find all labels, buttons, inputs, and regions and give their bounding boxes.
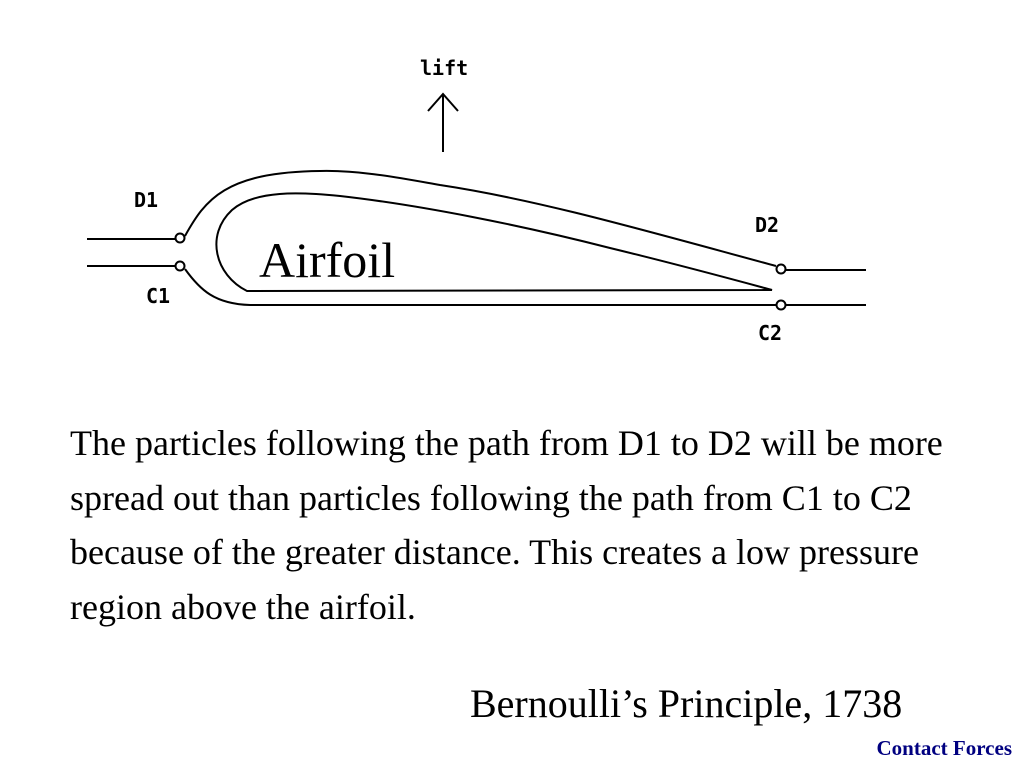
airfoil-shape xyxy=(215,192,773,293)
point-c1-label: C1 xyxy=(146,284,170,308)
lift-arrow xyxy=(427,92,459,152)
lift-label: lift xyxy=(420,56,468,80)
point-c2-marker xyxy=(775,299,787,311)
lower-streamline xyxy=(87,265,866,306)
explanation-text: The particles following the path from D1… xyxy=(70,423,943,627)
airfoil-diagram: lift Airfoil D1 C1 D2 C2 xyxy=(87,56,866,345)
point-c1-marker xyxy=(174,260,186,272)
upper-streamline xyxy=(87,169,866,271)
point-d2-label: D2 xyxy=(755,213,779,237)
footer-title: Contact Forces xyxy=(876,736,1013,760)
point-c2-label: C2 xyxy=(758,321,782,345)
point-d1-marker xyxy=(174,232,186,244)
point-d1-label: D1 xyxy=(134,188,158,212)
point-d2-marker xyxy=(775,263,787,275)
principle-attribution: Bernoulli’s Principle, 1738 xyxy=(470,681,903,726)
airfoil-label: Airfoil xyxy=(259,232,395,288)
